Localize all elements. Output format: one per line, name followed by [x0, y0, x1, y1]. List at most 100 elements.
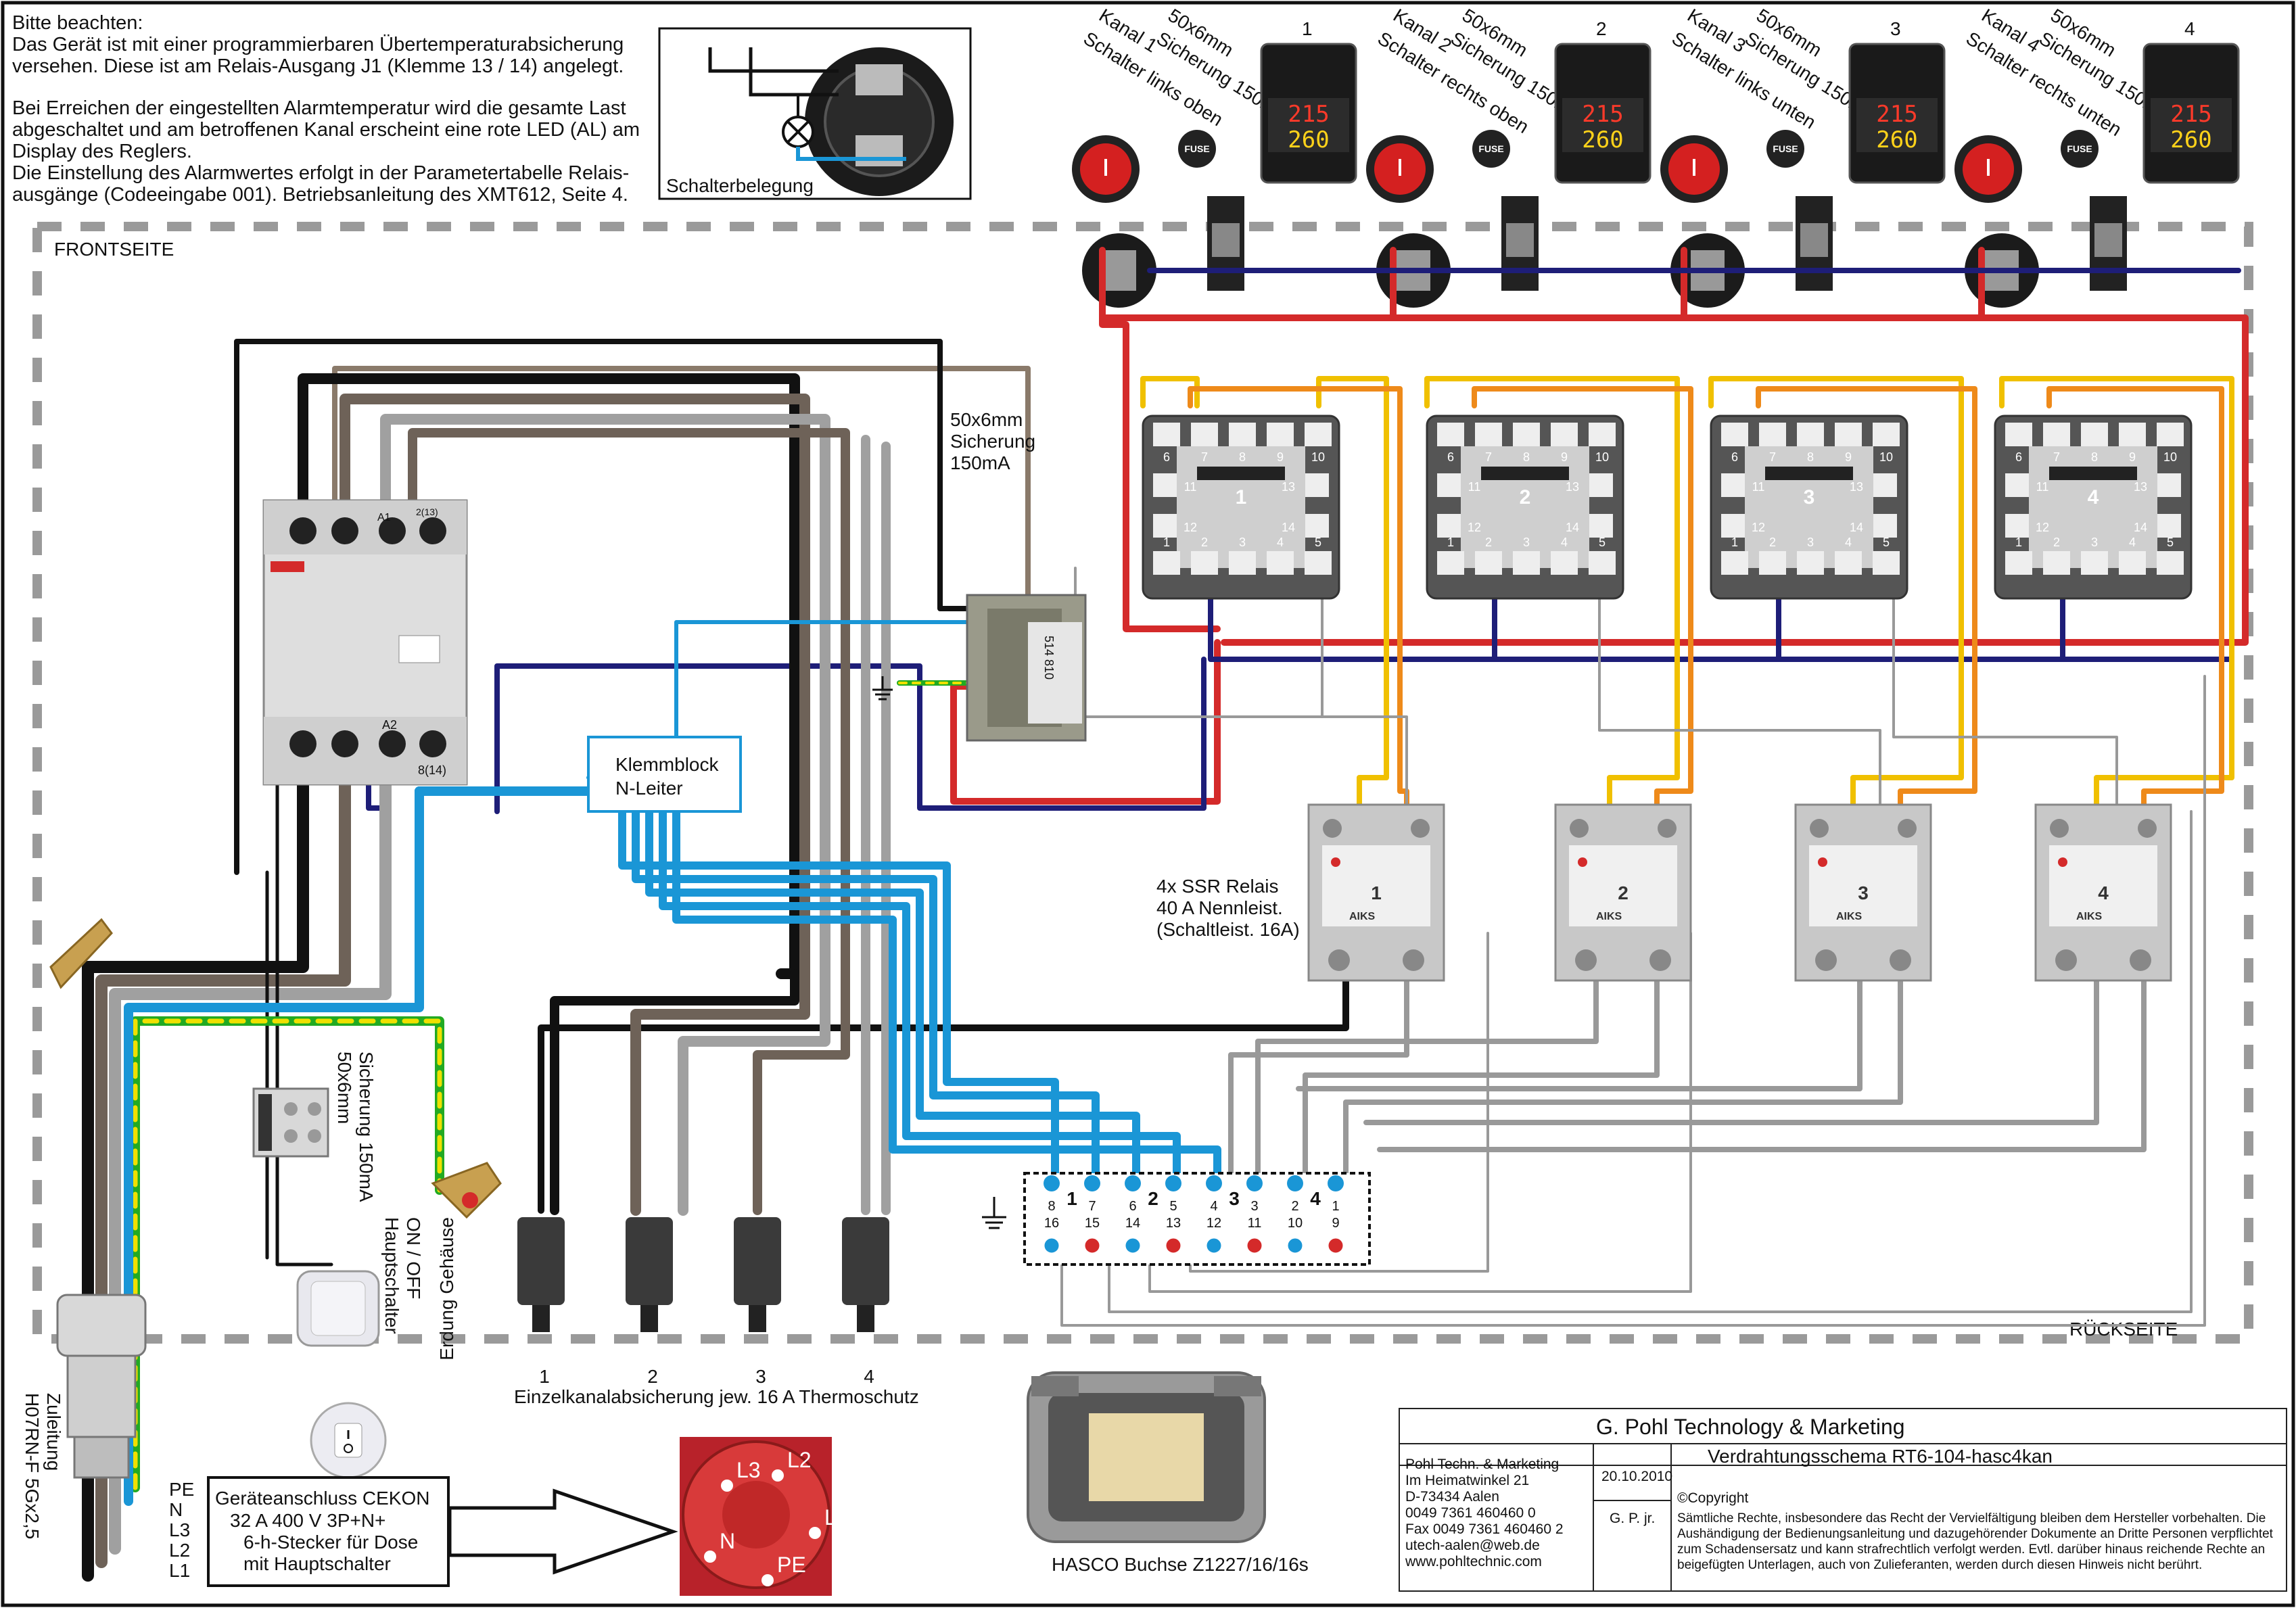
- main-fuse-label-1: 50x6mm: [334, 1051, 355, 1124]
- relay-terminal: [1475, 423, 1502, 446]
- ssr-label-panel: [2049, 845, 2157, 926]
- terminal-top-pin: [1246, 1175, 1263, 1191]
- relay-pin-label: 6: [1163, 450, 1170, 464]
- terminal-bottom-label: 13: [1166, 1216, 1181, 1231]
- ssr-brand: AIKS: [1349, 911, 1376, 922]
- switch-inset-label: Schalterbelegung: [666, 175, 814, 196]
- relay-terminal: [1437, 551, 1464, 575]
- transformer-code: 514 810: [1042, 636, 1056, 680]
- supply-wire-pe: PE: [169, 1479, 194, 1500]
- relay-terminal: [1873, 473, 1897, 497]
- ssr-number: 2: [1618, 882, 1629, 903]
- relay-terminal: [1589, 473, 1613, 497]
- terminal-group-label: 2: [1148, 1188, 1158, 1209]
- ssr-terminal: [1890, 949, 1911, 971]
- terminal-bottom-pin: [1245, 1236, 1264, 1255]
- terminal-top-pin: [1165, 1175, 1181, 1191]
- relay-terminal: [1513, 551, 1540, 575]
- terminal-bottom-label: 11: [1248, 1216, 1262, 1231]
- relay-terminal: [2119, 551, 2146, 575]
- relay-terminal: [1551, 551, 1578, 575]
- plug-pin-label: N: [720, 1529, 735, 1553]
- relay-terminal: [1589, 423, 1616, 446]
- relay-terminal: [1835, 551, 1862, 575]
- contactor-pin-a2: A2: [382, 718, 397, 732]
- relay-number: 3: [1804, 486, 1815, 509]
- relay-terminal: [1437, 423, 1464, 446]
- relay-pin-label: 11: [1752, 480, 1765, 494]
- relay-terminal: [1797, 423, 1824, 446]
- addr-line-2: Im Heimatwinkel 21: [1405, 1473, 1530, 1488]
- ssr-terminal: [2138, 819, 2157, 838]
- notice-paragraph-2: Bei Erreichen der eingestellten Alarmtem…: [12, 97, 640, 162]
- relay-terminal: [1721, 423, 1748, 446]
- terminal-bottom-pin: [1083, 1236, 1102, 1255]
- ssr-terminal: [1658, 819, 1677, 838]
- terminal-top-pin: [1044, 1175, 1060, 1191]
- channel-protection-label: Einzelkanalabsicherung jew. 16 A Thermos…: [514, 1386, 919, 1407]
- plug-pin: [762, 1574, 774, 1586]
- switch-inset: Schalterbelegung: [658, 27, 972, 200]
- plug-pin-label: L3: [736, 1458, 761, 1482]
- relay-pin-label: 14: [1282, 521, 1295, 534]
- relay-number: 4: [2088, 486, 2099, 509]
- terminal-bottom-label: 16: [1044, 1216, 1059, 1231]
- relay-terminal: [1267, 551, 1294, 575]
- device-conn-label-2: 32 A 400 V 3P+N+: [230, 1510, 385, 1531]
- terminal-group-label: 1: [1067, 1188, 1077, 1209]
- relay-pin-label: 12: [1468, 521, 1481, 534]
- controller-display: [2151, 98, 2232, 152]
- relay-terminal: [1153, 514, 1177, 538]
- supply-wire-l3: L3: [169, 1519, 190, 1540]
- plug-pin: [721, 1480, 733, 1492]
- relay-pin-label: 7: [1485, 450, 1492, 464]
- ssr-brand: AIKS: [2076, 911, 2103, 922]
- wires: [82, 247, 2249, 1582]
- breaker-button: [640, 1305, 658, 1332]
- relay-terminal: [1721, 551, 1748, 575]
- relay-pin-label: 5: [2167, 536, 2174, 549]
- relay-terminal: [1873, 551, 1900, 575]
- plug-pin: [772, 1469, 784, 1482]
- relay-terminal: [2005, 423, 2032, 446]
- terminal-bottom-label: 9: [1332, 1216, 1339, 1231]
- addr-line-4: 0049 7361 460460 0: [1405, 1505, 1536, 1521]
- ssr-terminal: [1575, 949, 1597, 971]
- relay-terminal: [1305, 423, 1332, 446]
- ssr-led: [1818, 857, 1827, 867]
- device-conn-label-1: Geräteanschluss CEKON: [215, 1488, 429, 1509]
- ssr-label-3: (Schaltleist. 16A): [1156, 919, 1300, 940]
- relay-pin-label: 9: [1561, 450, 1568, 464]
- hasco-connector: HASCO Buchse Z1227/16/16s: [1027, 1371, 1309, 1575]
- relay-pin-label: 3: [1239, 536, 1246, 549]
- breaker-1: 1: [517, 1217, 565, 1387]
- relay-pin-label: 12: [1752, 521, 1765, 534]
- breaker-number: 2: [647, 1366, 658, 1387]
- supply-wire-n: N: [169, 1499, 183, 1520]
- controller-value-top: 215: [1288, 101, 1329, 128]
- breaker-button: [857, 1305, 874, 1332]
- relay-terminal: [1589, 514, 1613, 538]
- relay-pin-label: 10: [1879, 450, 1893, 464]
- terminal-bottom-pin: [1204, 1236, 1223, 1255]
- relay-terminal: [1437, 514, 1461, 538]
- controller-display: [1562, 98, 1643, 152]
- terminal-bottom-pin: [1326, 1236, 1345, 1255]
- ssr-led: [1331, 857, 1340, 867]
- fuse-cap-label: FUSE: [1184, 143, 1209, 154]
- relay-terminal: [1153, 423, 1180, 446]
- notice-paragraph-3: Die Einstellung des Alarmwertes erfolgt …: [12, 162, 630, 206]
- main-fuse-label-2: Sicherung 150mA: [356, 1051, 377, 1202]
- terminal-top-pin: [1287, 1175, 1303, 1191]
- relay-pin-label: 6: [1731, 450, 1738, 464]
- supply-label-1: Zuleitung: [43, 1393, 64, 1471]
- ssr-label-1: 4x SSR Relais: [1156, 876, 1279, 897]
- relay-terminal: [2157, 551, 2184, 575]
- terminal-top-label: 7: [1088, 1199, 1096, 1214]
- controller-value-top: 215: [1582, 101, 1623, 128]
- relay-pin-label: 10: [1311, 450, 1325, 464]
